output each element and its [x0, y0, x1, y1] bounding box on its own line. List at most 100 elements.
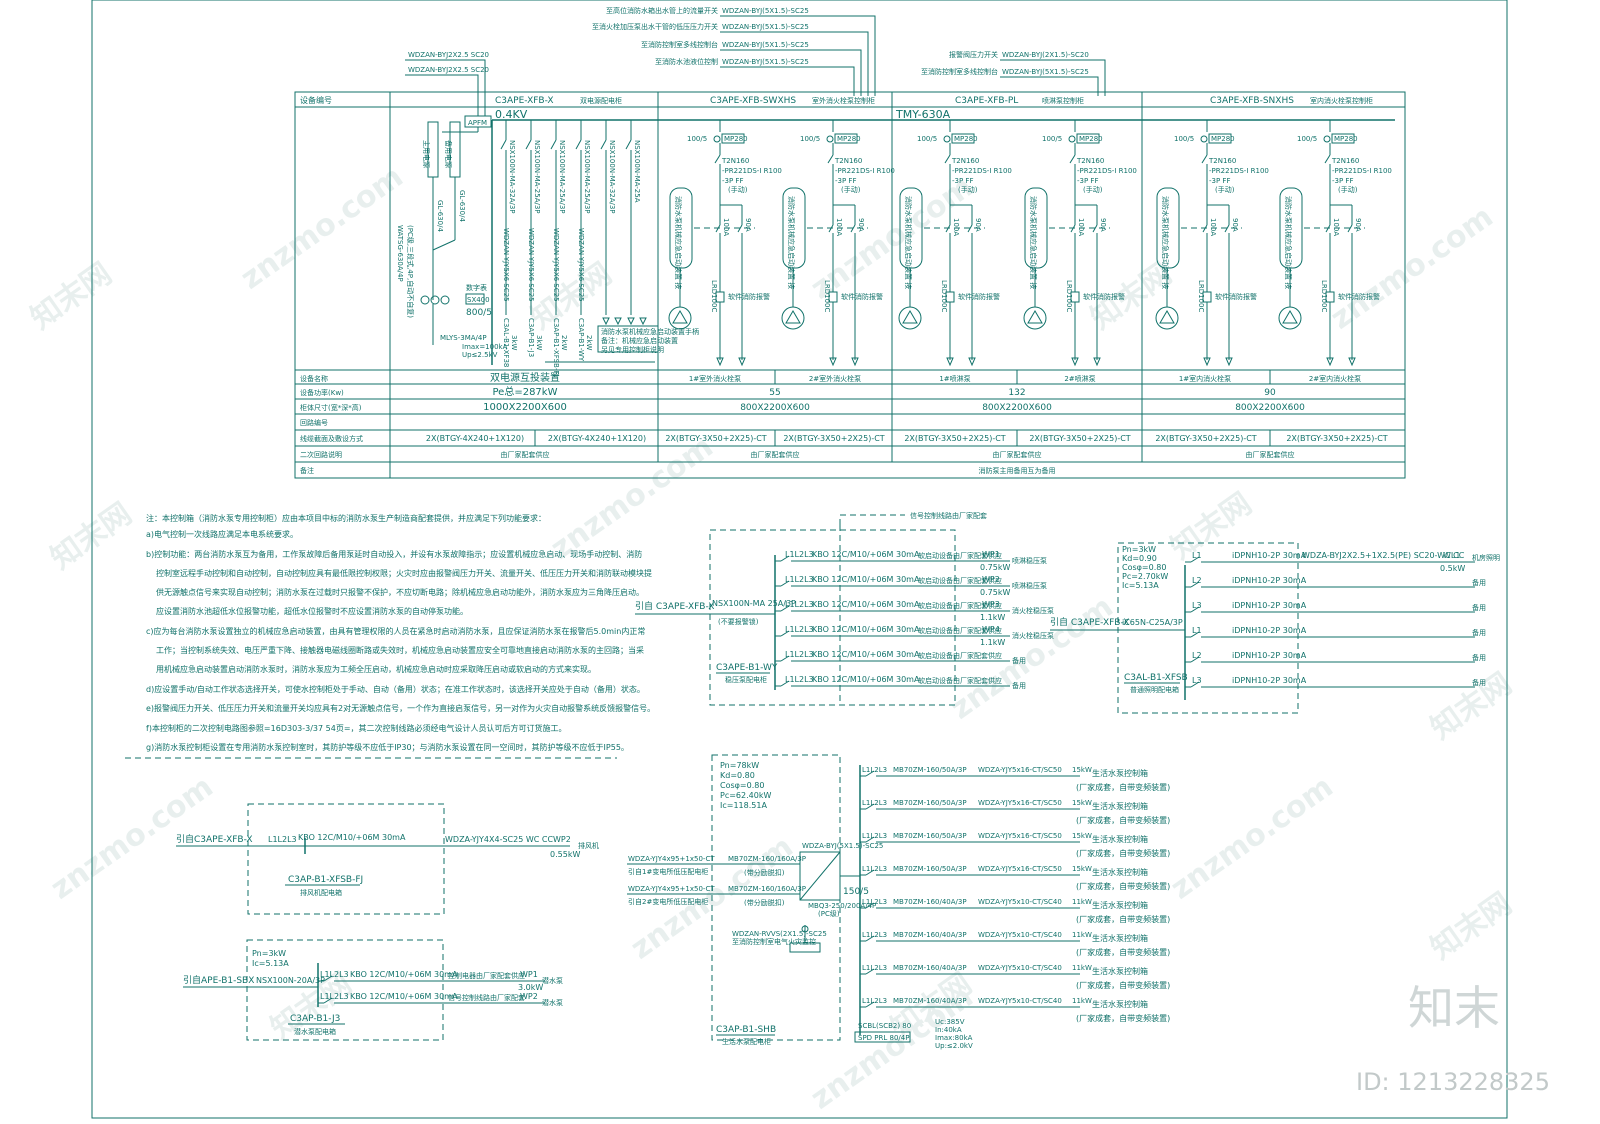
size-2: 800X2200X600 — [740, 403, 810, 413]
fj-cable: WDZA-YJY4X4-SC25 WC CC — [445, 835, 553, 844]
shb-cable: WDZA-YJY5x10-CT/SC40 — [978, 931, 1062, 939]
pump-starter: LRD100C — [823, 280, 831, 313]
pump-mode: (手动) — [1083, 185, 1103, 194]
shb-ctrl2: WDZAN-RVVS(2X1.5)-SC25 — [732, 930, 827, 938]
al-param: Ic=5.13A — [1122, 581, 1159, 590]
pump-ka-2: 90A — [1354, 218, 1362, 232]
shb-spd-p3: Imax:80kA — [935, 1034, 973, 1042]
shb-phase: L1L2L3 — [862, 931, 887, 939]
shb-spd-p2: In:40kA — [935, 1026, 962, 1034]
pump-ka-2: 90A — [1231, 218, 1239, 232]
pump-mode: (手动) — [958, 185, 978, 194]
sbx-main-breaker: NSX100N-20A/3P — [256, 976, 325, 985]
feed-cable-1: WDZAN-BYJ(5X1.5)-SC25 — [722, 7, 809, 15]
left-feed-2: WDZAN-BYJ2X2.5 SC20 — [408, 66, 489, 74]
sbx-feeder: 引自APE-B1-SBX — [183, 974, 254, 986]
x-branch-kw: 2kW — [560, 335, 568, 351]
x-branch-breaker: NSX100N-MA-32A/3P — [608, 140, 616, 214]
al-feeder: 引自 C3APE-XFB-X — [1050, 616, 1129, 628]
power-2: 55 — [769, 388, 780, 398]
pump-mp: MP280 — [724, 135, 748, 143]
shb-cable: WDZA-YJY5x10-CT/SC40 — [978, 898, 1062, 906]
main-switch-note: (PC级,三段式,4P,自动不自复) — [406, 225, 415, 318]
apfm-label: APFM — [468, 119, 487, 127]
pump-mode: (手动) — [1338, 185, 1358, 194]
wy-phase: L1L2L3 — [785, 550, 814, 559]
spd-model: MLYS-3MA/4P — [440, 334, 487, 342]
shb-breaker: MB70ZM-160/50A/3P — [893, 865, 967, 873]
device-name-1: 双电源互投装置 — [490, 371, 560, 384]
cable-6: 2X(BTGY-3X50+2X25)-CT — [1029, 434, 1130, 443]
wy-note: 软启动设备由厂家配套供应 — [918, 551, 1002, 560]
shb-note: (厂家成套，自带变频装置) — [1076, 947, 1170, 957]
wy-breaker: KBO 12C/M10/+06M 30mA — [812, 600, 920, 609]
al-load: 备用 — [1472, 628, 1486, 637]
wy-phase: L1L2L3 — [785, 650, 814, 659]
shb-kw: 11kW — [1072, 931, 1092, 939]
pump-alarm: 软件消防报警 — [1215, 292, 1257, 301]
wy-panel-code: C3APE-B1-WY — [716, 663, 778, 673]
sbx-note: 信号控制线路由厂家配套 — [448, 993, 525, 1002]
sbx-id: WP2 — [520, 992, 538, 1001]
drawing-frame — [91, 0, 1508, 1119]
pump-mp: MP280 — [1079, 135, 1103, 143]
x-branch-cable: WDZAN-YJY5X6 SC25 — [552, 228, 560, 302]
cabinet-desc-1: 双电源配电柜 — [580, 96, 622, 105]
x-branch-cable: WDZAN-YJY5X6 SC25 — [502, 228, 510, 302]
main-schedule-table — [294, 91, 1406, 479]
wy-breaker: KBO 12C/M10/+06M 30mA — [812, 550, 920, 559]
fj-kw: 0.55kW — [550, 850, 580, 859]
cable-7: 2X(BTGY-3X50+2X25)-CT — [1155, 434, 1256, 443]
note-line: 用机械应急启动装置启动消防水泵时，消防水泵应为工频全压启动，机械应急启动时应采取… — [156, 664, 596, 674]
pump-breaker: T2N160 — [834, 157, 862, 165]
pump-alarm: 软件消防报警 — [1338, 292, 1380, 301]
note-line: a)电气控制一次线路应满足本电系统要求。 — [146, 529, 298, 539]
device-name-6: 1#室内消火栓泵 — [1179, 374, 1231, 383]
pump-breaker: T2N160 — [1076, 157, 1104, 165]
shb-param: Pn=78kW — [720, 761, 759, 770]
sbx-panel: Pn=3kW Ic=5.13A 引自APE-B1-SBX NSX100N-20A… — [183, 939, 444, 1041]
sbx-breaker: KBO 12C/M10/+06M 30mA — [350, 970, 458, 979]
spd-param-2: Up≤2.5kV — [462, 351, 498, 359]
note-line: d)应设置手动/自动工作状态选择开关，可使水控制柜处于手动、自动（备用）状态；在… — [146, 684, 645, 694]
al-panel-code: C3AL-B1-XFSB — [1124, 673, 1188, 683]
fj-panel: 引自C3APE-XFB-X L1L2L3 KBO 12C/M10/+06M 30… — [176, 803, 599, 915]
pump-poles: -3P FF — [1077, 177, 1098, 185]
pump-alarm: 软件消防报警 — [958, 292, 1000, 301]
row-label: 备注 — [300, 466, 314, 475]
pump-breaker: T2N160 — [1331, 157, 1359, 165]
shb-breaker: MB70ZM-160/50A/3P — [893, 766, 967, 774]
shb-note: (厂家成套，自带变频装置) — [1076, 1013, 1170, 1023]
pump-ka-1: 100A — [952, 218, 960, 236]
sbx-note: 控制电器由厂家配套供应 — [448, 971, 525, 980]
pump-poles: -3P FF — [1209, 177, 1230, 185]
shb-fire-note: 至消防控制室电气火灾监控 — [732, 937, 816, 946]
x-branch-breaker: NSX100N-MA-25A — [633, 140, 641, 203]
shb-params: Pn=78kWKd=0.80Cosφ=0.80Pc=62.40kWIc=118.… — [720, 761, 771, 810]
right-feed-cable-1: WDZAN-BYJ(2X1.5)-SC20 — [1002, 51, 1089, 59]
pump-ka-1: 100A — [1209, 218, 1217, 236]
fj-breaker: KBO 12C/M10/+06M 30mA — [298, 833, 406, 842]
row-label: 回路编号 — [300, 418, 328, 427]
shb-spd-p4: Up:≤2.0kV — [935, 1042, 973, 1050]
x-branch-breaker: NSX100N-MA-25A/3P — [533, 140, 541, 214]
row-label: 设备名称 — [300, 374, 328, 383]
cable-5: 2X(BTGY-3X50+2X25)-CT — [904, 434, 1005, 443]
shb-kw: 15kW — [1072, 766, 1092, 774]
pump-starter: LRD100C — [940, 280, 948, 313]
pump-alarm: 软件消防报警 — [841, 292, 883, 301]
wy-load: 备用 — [1012, 656, 1026, 665]
x-branch-kw: 3kW — [535, 335, 543, 351]
row-label: 二次回路说明 — [300, 450, 342, 459]
x-branch-cable: WDZAN-YJY5X6 SC25 — [527, 228, 535, 302]
shb-in1-src: 引自1#变电所低压配电柜 — [628, 867, 708, 876]
x-panel-diagram: APFM 主用电源 备用电源 GL-630/4 GL-630/4 WATSG-6… — [396, 115, 699, 365]
note-line: f)本控制柜的二次控制电路图参照=16D303-3/37 54页=，其二次控制线… — [146, 723, 567, 733]
shb-kw: 11kW — [1072, 997, 1092, 1005]
